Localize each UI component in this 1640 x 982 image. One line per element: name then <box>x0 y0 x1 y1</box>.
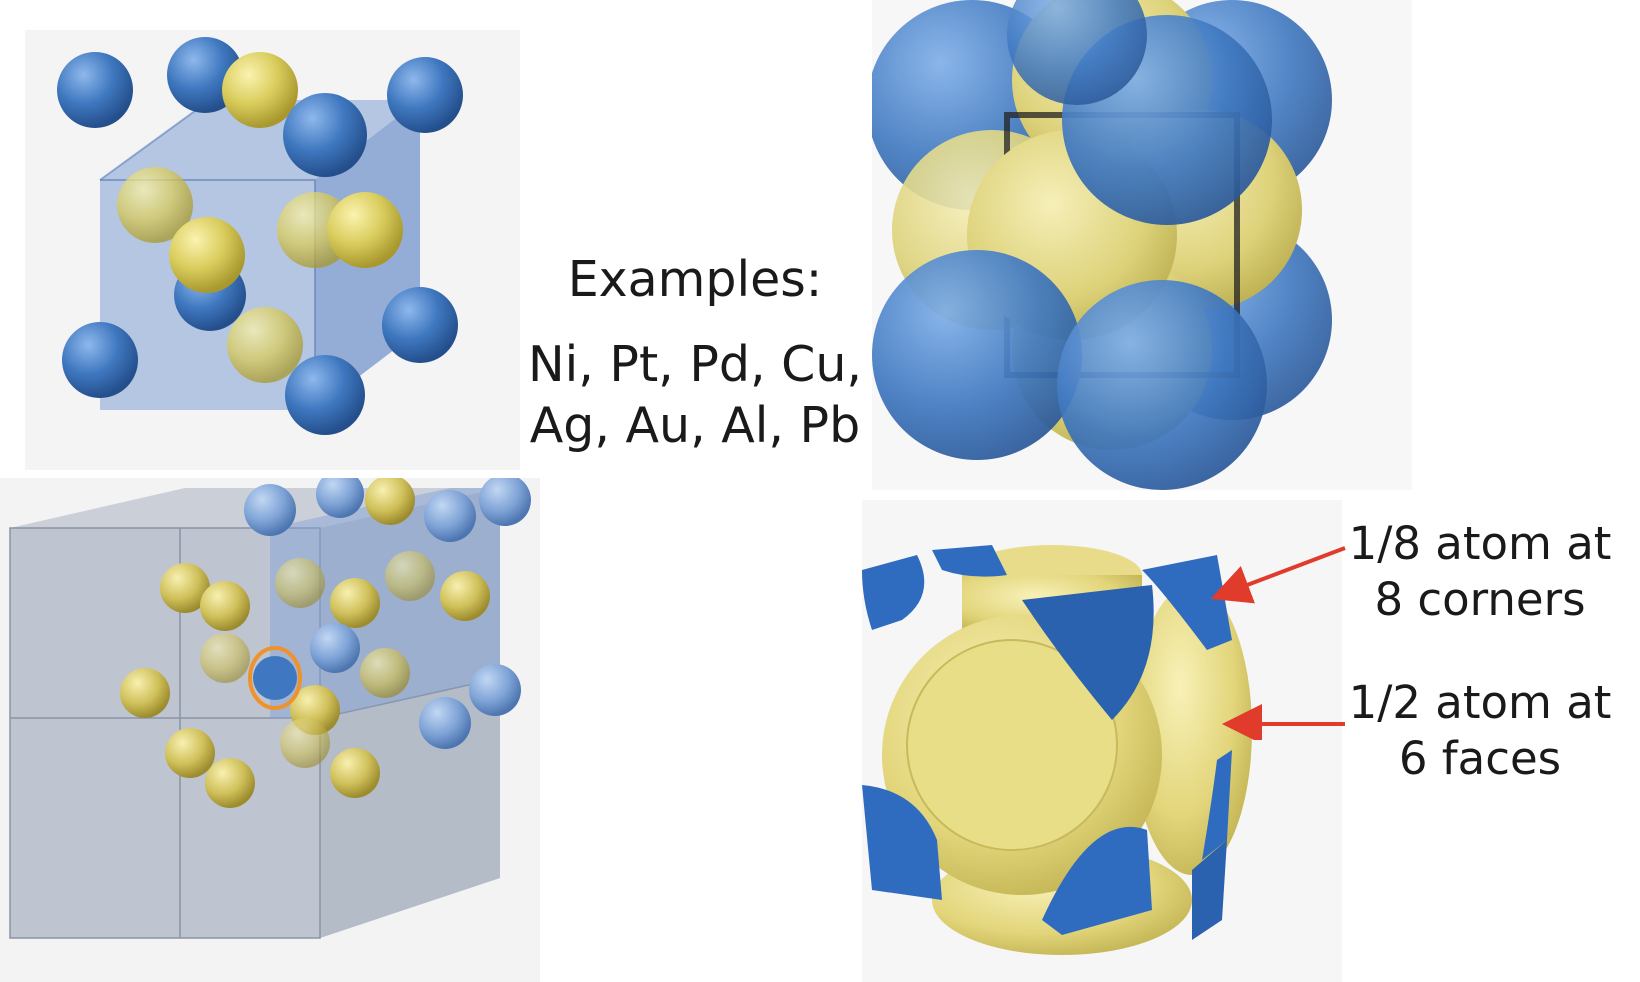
corner-eighth-atom <box>1192 840 1227 940</box>
corner-atom <box>479 478 531 526</box>
face-atom <box>280 718 330 768</box>
corners-caption-line-1: 1/8 atom at <box>1348 517 1612 570</box>
fcc-space-filling-diagram <box>872 0 1412 490</box>
corner-atom <box>872 250 1082 460</box>
face-half-atom <box>906 639 1118 851</box>
face-atom <box>227 307 303 383</box>
faces-caption-line-2: 6 faces <box>1398 732 1562 785</box>
corner-atom <box>424 490 476 542</box>
corner-atom <box>382 287 458 363</box>
corner-eighth-atom <box>1202 750 1232 860</box>
corner-atom <box>387 57 463 133</box>
face-atom <box>200 633 250 683</box>
fcc-extended-lattice-diagram <box>0 478 540 982</box>
face-atom <box>222 52 298 128</box>
face-atom <box>117 167 193 243</box>
arrow-to-corner <box>1210 546 1346 604</box>
corner-atom <box>1007 0 1147 105</box>
examples-heading: Examples: <box>567 251 823 308</box>
corner-atom <box>1057 280 1267 490</box>
face-atom <box>327 192 403 268</box>
corner-atom <box>283 93 367 177</box>
corner-atom <box>57 52 133 128</box>
corners-caption-line-2: 8 corners <box>1374 573 1586 626</box>
face-atom <box>330 748 380 798</box>
corners-caption: 1/8 atom at 8 corners <box>1330 516 1630 628</box>
face-atom <box>360 648 410 698</box>
corner-atom <box>316 478 364 518</box>
faces-caption-line-1: 1/2 atom at <box>1348 676 1612 729</box>
corner-eighth-atom <box>1022 585 1154 720</box>
highlight-ring <box>248 646 302 710</box>
face-atom <box>365 478 415 525</box>
face-atom <box>200 581 250 631</box>
fcc-unit-cell-ball-diagram <box>25 30 520 470</box>
face-atom <box>275 558 325 608</box>
examples-line-1: Ni, Pt, Pd, Cu, <box>528 336 862 393</box>
face-atom <box>120 668 170 718</box>
corner-atom <box>253 656 297 700</box>
corner-atom <box>469 664 521 716</box>
face-atom <box>205 758 255 808</box>
face-atom <box>165 728 215 778</box>
corner-atom <box>310 623 360 673</box>
face-atom <box>385 551 435 601</box>
corner-eighth-atom <box>862 555 925 630</box>
face-atom <box>330 578 380 628</box>
face-atom <box>169 217 245 293</box>
corner-atom <box>62 322 138 398</box>
corner-atom <box>285 355 365 435</box>
annotation-arrows <box>1210 546 1346 740</box>
corner-eighth-atom <box>1142 555 1232 650</box>
face-atom <box>160 563 210 613</box>
face-atom <box>440 571 490 621</box>
examples-line-2: Ag, Au, Al, Pb <box>529 397 861 454</box>
corner-atom <box>419 697 471 749</box>
examples-block: Examples: Ni, Pt, Pd, Cu, Ag, Au, Al, Pb <box>520 250 870 456</box>
corner-eighth-atom <box>932 545 1007 577</box>
corner-eighth-atom <box>1042 826 1152 935</box>
corner-eighth-atom <box>862 785 942 900</box>
faces-caption: 1/2 atom at 6 faces <box>1330 675 1630 787</box>
corner-atom <box>244 484 296 536</box>
